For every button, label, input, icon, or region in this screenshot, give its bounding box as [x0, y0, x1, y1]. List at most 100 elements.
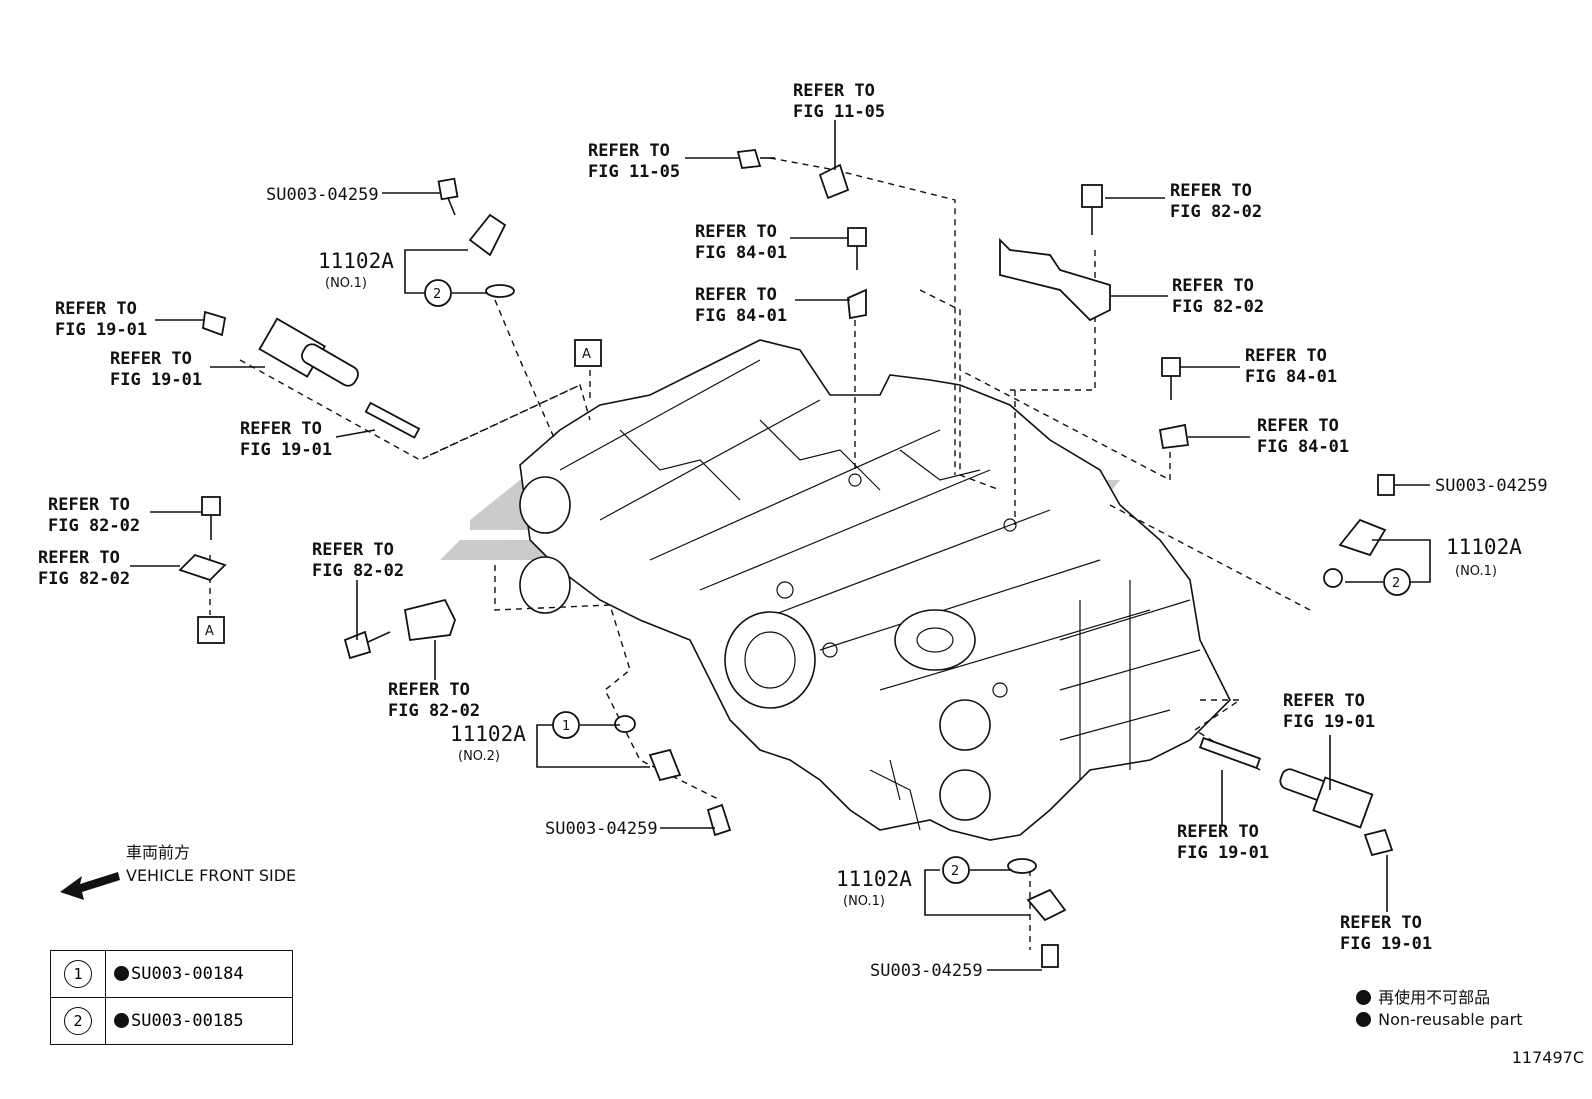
svg-text:FIG 19-01: FIG 19-01	[110, 370, 202, 390]
group-code: 11102A	[318, 249, 394, 273]
svg-text:REFER TO: REFER TO	[1245, 346, 1327, 366]
legend-number: 1	[64, 960, 92, 988]
refer-label: FIG 82-02	[48, 516, 140, 536]
svg-text:FIG 11-05: FIG 11-05	[793, 102, 885, 122]
part-number: SU003-04259	[545, 819, 658, 839]
a-marker: A	[582, 347, 591, 362]
reference-labels: REFER TO FIG 11-05 REFER TO FIG 11-05 RE…	[38, 81, 1432, 954]
refer-label: FIG 84-01	[695, 243, 787, 263]
svg-text:FIG 82-02: FIG 82-02	[1170, 202, 1262, 222]
legend-row: 1 SU003-00184	[50, 950, 293, 998]
refer-label: FIG 19-01	[240, 440, 332, 460]
refer-label: REFER TO	[1170, 181, 1252, 201]
svg-text:FIG 82-02: FIG 82-02	[388, 701, 480, 721]
refer-label: REFER TO	[1177, 822, 1259, 842]
legend-row: 2 SU003-00185	[50, 997, 293, 1045]
front-arrow-icon	[60, 872, 120, 900]
refer-label: FIG 11-05	[793, 102, 885, 122]
nonreusable-dot-icon	[1356, 990, 1371, 1005]
svg-text:REFER TO: REFER TO	[1170, 181, 1252, 201]
refer-label: REFER TO	[695, 222, 777, 242]
direction-jp: 車両前方	[126, 843, 190, 862]
group-sub: (NO.1)	[1455, 564, 1497, 579]
refer-label: FIG 19-01	[1283, 712, 1375, 732]
refer-label: REFER TO	[695, 285, 777, 305]
nonreusable-dot-icon	[1356, 1012, 1371, 1027]
svg-text:FIG 82-02: FIG 82-02	[38, 569, 130, 589]
nonreusable-jp: 再使用不可部品	[1378, 988, 1491, 1007]
group-sub: (NO.1)	[325, 276, 367, 291]
svg-text:FIG 84-01: FIG 84-01	[695, 306, 787, 326]
group-code: 11102A	[836, 867, 912, 891]
part-number: SU003-04259	[266, 185, 379, 205]
svg-text:REFER TO: REFER TO	[793, 81, 875, 101]
part-number: SU003-04259	[1435, 476, 1548, 496]
refer-label: REFER TO	[1245, 346, 1327, 366]
svg-text:REFER TO: REFER TO	[1283, 691, 1365, 711]
refer-label: FIG 82-02	[1172, 297, 1264, 317]
refer-label: REFER TO	[793, 81, 875, 101]
refer-label: REFER TO	[388, 680, 470, 700]
refer-label: REFER TO	[312, 540, 394, 560]
refer-label: REFER TO	[110, 349, 192, 369]
part-number-labels: SU003-04259 SU003-04259 SU003-04259 SU00…	[266, 185, 1548, 981]
callout-number: 1	[562, 719, 570, 734]
nonreusable-note-jp: 再使用不可部品	[1356, 984, 1490, 1008]
refer-label: FIG 11-05	[588, 162, 680, 182]
svg-text:FIG 82-02: FIG 82-02	[48, 516, 140, 536]
group-sub: (NO.1)	[843, 894, 885, 909]
svg-text:REFER TO: REFER TO	[48, 495, 130, 515]
a-marker: A	[205, 624, 214, 639]
legend-number: 2	[64, 1007, 92, 1035]
svg-text:FIG 19-01: FIG 19-01	[1340, 934, 1432, 954]
svg-text:FIG 11-05: FIG 11-05	[588, 162, 680, 182]
svg-text:REFER TO: REFER TO	[695, 285, 777, 305]
refer-label: REFER TO	[48, 495, 130, 515]
refer-label: REFER TO	[1172, 276, 1254, 296]
group-code: 11102A	[1446, 535, 1522, 559]
refer-label: REFER TO	[1257, 416, 1339, 436]
refer-label: FIG 19-01	[55, 320, 147, 340]
refer-label: FIG 84-01	[1257, 437, 1349, 457]
svg-text:FIG 19-01: FIG 19-01	[55, 320, 147, 340]
svg-text:REFER TO: REFER TO	[1257, 416, 1339, 436]
svg-text:FIG 19-01: FIG 19-01	[1283, 712, 1375, 732]
svg-text:REFER TO: REFER TO	[1340, 913, 1422, 933]
refer-label: REFER TO	[55, 299, 137, 319]
refer-label: FIG 82-02	[388, 701, 480, 721]
callout-number: 2	[433, 287, 441, 302]
callouts: 2 2 1 2 A A	[205, 279, 1411, 884]
parts	[178, 149, 1395, 968]
svg-text:FIG 19-01: FIG 19-01	[1177, 843, 1269, 863]
direction-en: VEHICLE FRONT SIDE	[126, 866, 296, 885]
svg-text:REFER TO: REFER TO	[388, 680, 470, 700]
engine-block	[519, 339, 1231, 841]
nonreusable-dot-icon	[114, 1013, 129, 1028]
svg-text:FIG 82-02: FIG 82-02	[312, 561, 404, 581]
nonreusable-en: Non-reusable part	[1378, 1010, 1523, 1029]
leader-lines	[130, 120, 1431, 971]
callout-number: 2	[951, 864, 959, 879]
refer-label: FIG 82-02	[38, 569, 130, 589]
svg-text:REFER TO: REFER TO	[240, 419, 322, 439]
svg-text:REFER TO: REFER TO	[55, 299, 137, 319]
svg-text:FIG 84-01: FIG 84-01	[1245, 367, 1337, 387]
svg-text:REFER TO: REFER TO	[312, 540, 394, 560]
refer-label: FIG 82-02	[1170, 202, 1262, 222]
svg-text:REFER TO: REFER TO	[38, 548, 120, 568]
refer-label: REFER TO	[38, 548, 120, 568]
svg-text:FIG 82-02: FIG 82-02	[1172, 297, 1264, 317]
refer-label: FIG 19-01	[1177, 843, 1269, 863]
group-code: 11102A	[450, 722, 526, 746]
refer-label: FIG 84-01	[695, 306, 787, 326]
nonreusable-note-en: Non-reusable part	[1356, 1010, 1522, 1029]
svg-text:REFER TO: REFER TO	[695, 222, 777, 242]
svg-text:FIG 84-01: FIG 84-01	[1257, 437, 1349, 457]
figure-id: 117497C	[1511, 1048, 1584, 1067]
refer-label: FIG 19-01	[110, 370, 202, 390]
legend-table: 1 SU003-00184 2 SU003-00185	[50, 950, 293, 1045]
part-number: SU003-04259	[870, 961, 983, 981]
svg-text:FIG 84-01: FIG 84-01	[695, 243, 787, 263]
refer-label: REFER TO	[1340, 913, 1422, 933]
